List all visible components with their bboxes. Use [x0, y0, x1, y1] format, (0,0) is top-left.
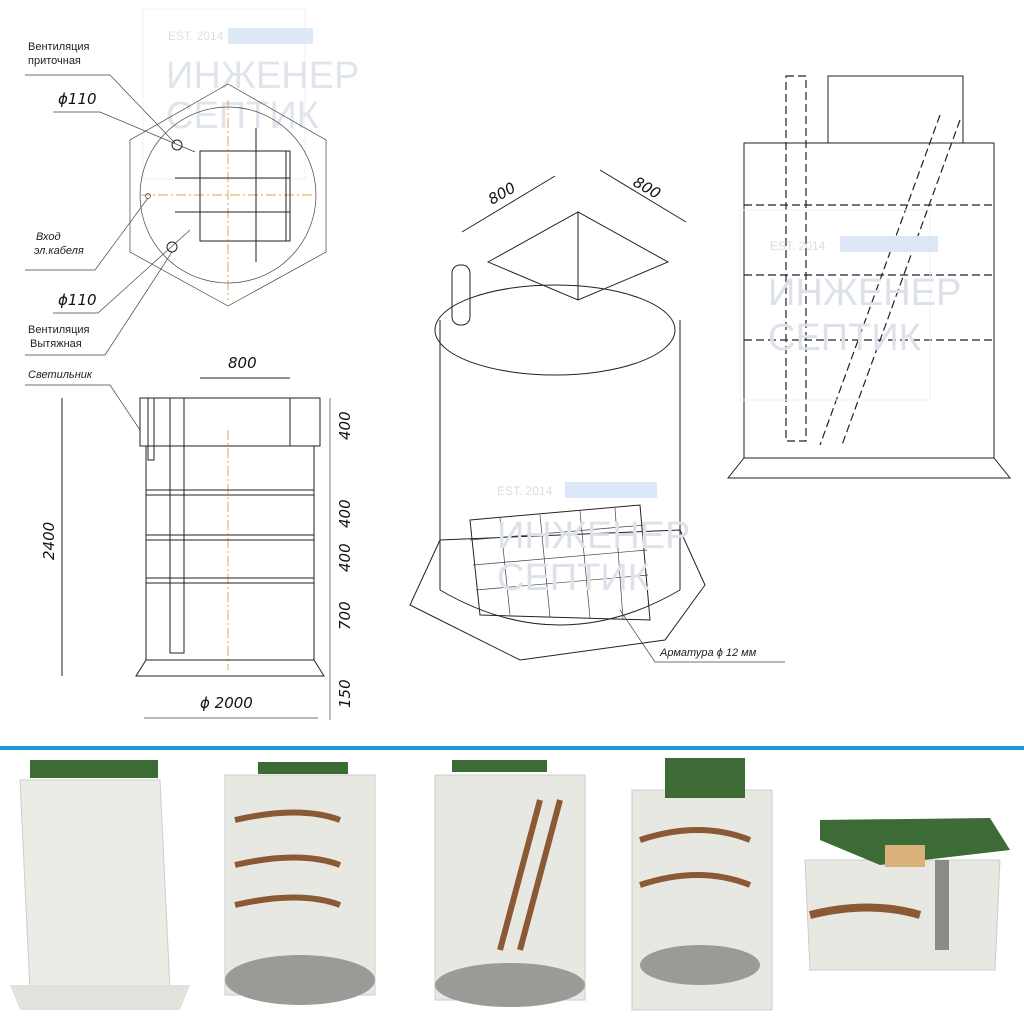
section-view: Светильник 800 2400 400 400 400 700 150 …	[25, 354, 354, 720]
iso-view: EST. 2014 ИНЖЕНЕР СЕПТИК 800 800 Арматур…	[409, 169, 785, 663]
iso-dim-left: 800	[485, 179, 519, 209]
watermark-est-3: EST. 2014	[770, 239, 826, 253]
render-cutaway-1	[224, 762, 376, 1005]
watermark-line1-3: ИНЖЕНЕР	[768, 272, 961, 314]
watermark-est-2: EST. 2014	[497, 484, 553, 498]
render-cutaway-2	[434, 760, 586, 1007]
total-height-dim: 2400	[40, 522, 58, 560]
vent-exhaust-diameter: ϕ110	[58, 291, 97, 309]
vent-exhaust-label-2: Вытяжная	[30, 338, 82, 350]
cable-entry-label-2: эл.кабеля	[34, 245, 84, 257]
neck-height-dim: 400	[336, 411, 354, 440]
vent-exhaust-label: Вентиляция	[28, 324, 90, 336]
watermark-logo: EST. 2014 ИНЖЕНЕР СЕПТИК	[142, 8, 359, 180]
rebar-label: Арматура ϕ 12 мм	[659, 647, 757, 659]
hatch-width-dim: 800	[228, 354, 257, 372]
vent-supply-label-2: приточная	[28, 55, 81, 67]
shelf-gap-1-dim: 400	[336, 499, 354, 528]
watermark-line2: СЕПТИК	[166, 95, 319, 137]
cable-entry-label: Вход	[36, 231, 61, 243]
render-closeup	[804, 818, 1010, 971]
base-height-dim: 150	[336, 679, 354, 708]
shelf-gap-2-dim: 400	[336, 543, 354, 572]
render-cutaway-3	[631, 758, 773, 1011]
render-closed	[10, 760, 190, 1010]
side-view: EST. 2014 ИНЖЕНЕР СЕПТИК	[726, 75, 1012, 479]
watermark-line1: ИНЖЕНЕР	[166, 55, 359, 97]
vent-supply-label: Вентиляция	[28, 41, 90, 53]
watermark-line2-2: СЕПТИК	[497, 557, 650, 599]
lamp-label: Светильник	[28, 369, 93, 381]
watermark-line2-3: СЕПТИК	[768, 317, 921, 359]
vent-supply-diameter: ϕ110	[58, 90, 97, 108]
watermark-est: EST. 2014	[168, 29, 224, 43]
section-divider	[0, 746, 1024, 750]
plan-view: Вентиляция приточная ϕ110 Вход эл.кабеля…	[25, 41, 327, 356]
diameter-dim: ϕ 2000	[200, 694, 253, 712]
watermark-line1-2: ИНЖЕНЕР	[497, 515, 690, 557]
bottom-gap-dim: 700	[336, 601, 354, 630]
